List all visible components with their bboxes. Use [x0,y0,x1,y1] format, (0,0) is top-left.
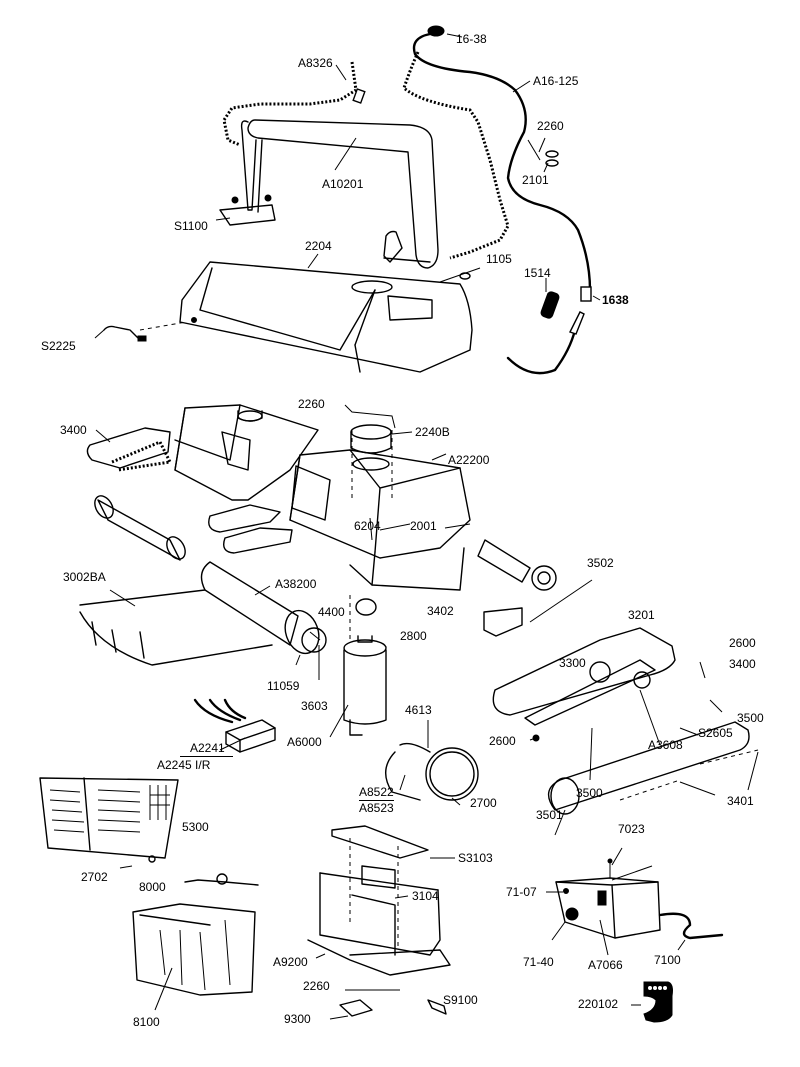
label-3500-right: 3500 [737,711,764,725]
motor-assembly [329,595,387,738]
label-7023: 7023 [618,822,645,836]
label-71-07: 71-07 [506,885,537,899]
label-3400-right: 3400 [729,657,756,671]
label-1514: 1514 [524,266,551,280]
top-cover [94,253,473,373]
label-2101: 2101 [522,173,549,187]
housing-assembly [86,404,471,591]
label-3002ba: 3002BA [63,570,106,584]
power-supply-box [546,847,724,1023]
label-8000: 8000 [139,880,166,894]
power-cord-assembly [402,25,601,375]
label-a16-125: A16-125 [533,74,579,88]
roller-assemblies [94,495,557,591]
chassis-assembly [307,825,455,1020]
label-2204: 2204 [305,239,332,253]
label-s3103: S3103 [458,851,493,865]
label-3500-bottom: 3500 [576,786,603,800]
label-2260-top: 2260 [537,119,564,133]
label-3402: 3402 [427,604,454,618]
label-s1100: S1100 [174,219,208,233]
track-assembly [483,579,759,836]
label-2702: 2702 [81,870,108,884]
label-a22200: A22200 [448,453,490,467]
power-block [193,698,276,753]
label-2260-bottom: 2260 [303,979,330,993]
label-2600-right: 2600 [729,636,756,650]
label-16-38: 16-38 [456,32,487,46]
label-2600-left: 2600 [489,734,516,748]
label-a2245-ir: A2245 I/R [157,758,211,772]
label-a8523: A8523 [359,801,394,815]
label-a38200: A38200 [275,577,317,591]
label-9300: 9300 [284,1012,311,1026]
label-s9100: S9100 [443,993,478,1007]
filter-bag [132,873,259,1011]
label-2700: 2700 [470,796,497,810]
label-3501: 3501 [536,808,563,822]
label-71-40: 71-40 [523,955,554,969]
filter-screen [39,777,179,869]
label-2001: 2001 [410,519,437,533]
label-1105: 1105 [486,252,512,266]
label-220102: 220102 [578,997,619,1011]
label-a9200: A9200 [273,955,308,969]
label-4613: 4613 [405,703,432,717]
label-3300: 3300 [559,656,586,670]
label-a2241: A2241 [180,742,233,757]
brush-roller-assembly [79,561,327,680]
label-3400-left: 3400 [60,423,87,437]
label-2240b: 2240B [415,425,450,439]
label-a8522: A8522 [359,785,394,801]
label-4400: 4400 [318,605,345,619]
label-s2225: S2225 [41,339,76,353]
label-3201: 3201 [628,608,655,622]
label-a10201: A10201 [322,177,364,191]
label-1638: 1638 [602,293,629,307]
label-s2605: S2605 [698,726,733,740]
label-a3608: A3608 [648,738,683,752]
label-a8326: A8326 [298,56,333,70]
label-6204: 6204 [354,519,381,533]
label-3502: 3502 [587,556,614,570]
handle-assembly [215,61,439,269]
label-7100: 7100 [654,953,681,967]
label-3104: 3104 [412,889,439,903]
label-a7066: A7066 [588,958,623,972]
label-5300: 5300 [182,820,209,834]
label-8100: 8100 [133,1015,160,1029]
pump-assembly [385,720,479,806]
label-a6000: A6000 [287,735,322,749]
label-2260-mid: 2260 [298,397,325,411]
label-3401: 3401 [727,794,754,808]
label-2800: 2800 [400,629,427,643]
label-11059: 11059 [267,679,300,693]
label-3603: 3603 [301,699,328,713]
